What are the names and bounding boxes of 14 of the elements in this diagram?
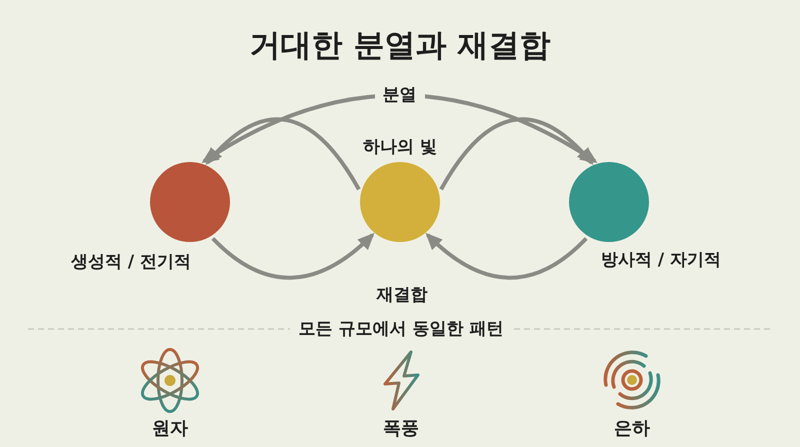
curved-arrow [211, 232, 375, 280]
circle-label: 방사적 / 자기적 [600, 250, 722, 270]
curved-arrow [201, 93, 598, 163]
curved-arrow [439, 117, 594, 190]
circle-label: 생성적 / 전기적 [70, 252, 192, 272]
circle-label: 하나의 빛 [363, 136, 437, 158]
section-heading: 모든 규모에서 동일한 패턴 [298, 318, 504, 340]
icon-label: 폭풍 [383, 418, 419, 440]
curved-arrow [205, 117, 361, 190]
icon-label: 원자 [152, 418, 188, 440]
text-label: 재결합 [376, 284, 428, 306]
title: 거대한 분열과 재결합 [250, 27, 550, 65]
icon-label: 은하 [614, 418, 650, 440]
curved-arrow [425, 232, 588, 280]
